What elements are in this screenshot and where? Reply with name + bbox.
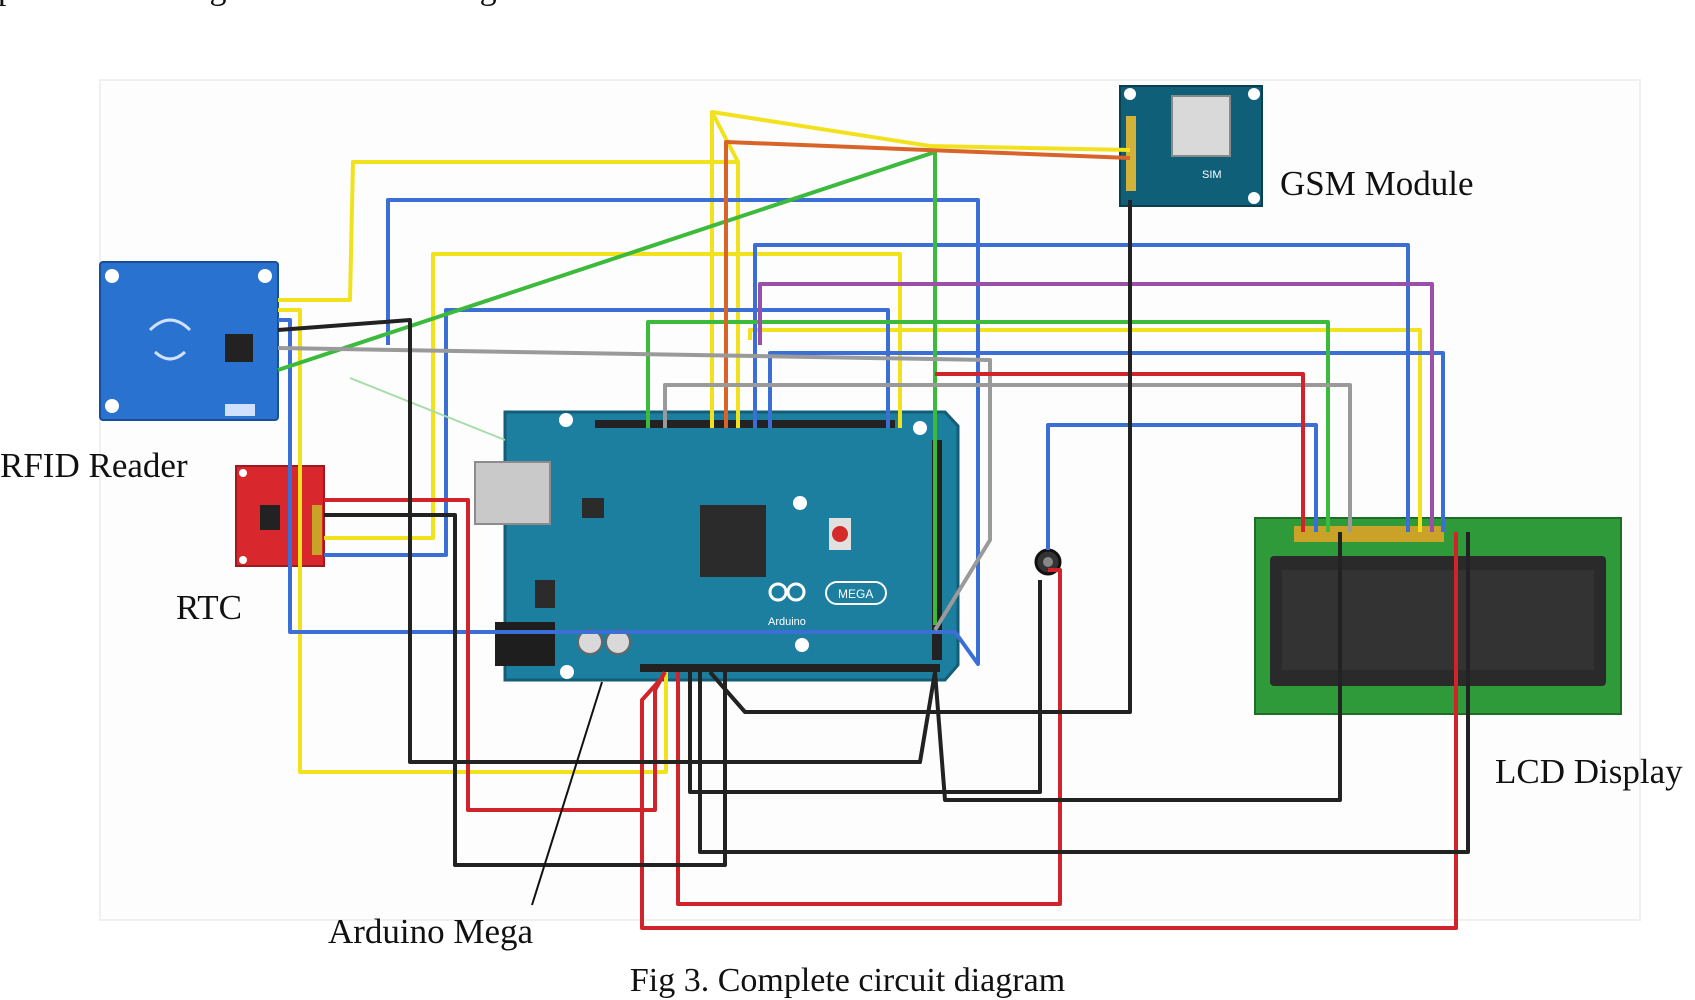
antenna-icon [148,318,192,361]
gsm-module-label: GSM Module [1280,164,1474,203]
sim-mark: SIM [1202,169,1222,181]
arduino-mega-label: Arduino Mega [328,912,534,951]
rtc-board [235,465,325,567]
rfid-reader-label: RFID Reader [0,446,188,485]
mcu-chip [700,505,766,577]
gsm-module-board: SIM [1119,85,1263,207]
intro-text: plete circuit diagram is shown in Fig. 3… [0,0,539,8]
arduino-logo-icon [768,582,788,602]
lcd-display-label: LCD Display [1495,752,1683,791]
wires [277,110,1470,930]
mega-badge: MEGA [838,587,873,601]
arduino-brand: Arduino [768,616,806,628]
figure-caption: Fig 3. Complete circuit diagram [629,962,1066,999]
arduino-mega-board: Arduino MEGA [474,410,960,682]
rtc-label: RTC [176,588,242,627]
rfid-reader-board [99,261,279,421]
reset-button [832,526,848,542]
arduino-leader-line [531,681,603,906]
usb-port [474,461,551,525]
power-jack [495,622,555,666]
lcd-display-board [1254,517,1622,715]
